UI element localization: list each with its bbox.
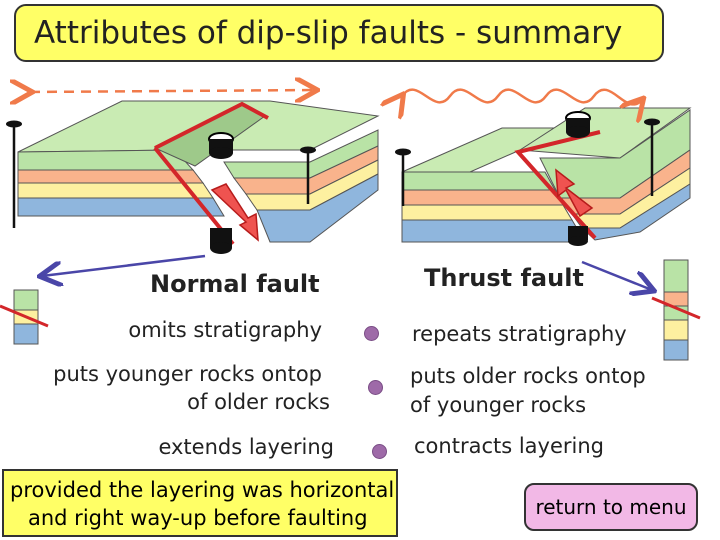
thrust-strat-column [651,259,701,361]
thrust-attr-2a: puts older rocks ontop [410,364,646,388]
normal-attr-2a: puts younger rocks ontop [53,362,322,386]
note-line-1: provided the layering was horizontal [10,478,395,502]
note-line-2: and right way-up before faulting [28,506,368,530]
thrust-attr-1: repeats stratigraphy [412,322,627,346]
thrust-attr-2b: of younger rocks [410,393,587,417]
thrust-fault-block [395,88,692,290]
normal-fault-block [6,90,380,276]
bullet-2 [368,380,383,395]
normal-attr-1: omits stratigraphy [128,318,322,342]
bullet-3 [372,444,387,459]
bullet-1 [364,326,379,341]
page-title: Attributes of dip-slip faults - summary [34,15,623,51]
normal-attr-3: extends layering [158,435,334,459]
normal-strat-column [0,289,49,345]
assumption-note: provided the layering was horizontal and… [2,469,398,537]
return-to-menu-button[interactable]: return to menu [524,483,698,531]
normal-attr-2b: of older rocks [187,390,330,414]
thrust-attr-3: contracts layering [414,434,604,458]
title-banner: Attributes of dip-slip faults - summary [14,4,664,62]
normal-fault-label: Normal fault [150,270,320,298]
thrust-fault-label: Thrust fault [424,264,584,292]
